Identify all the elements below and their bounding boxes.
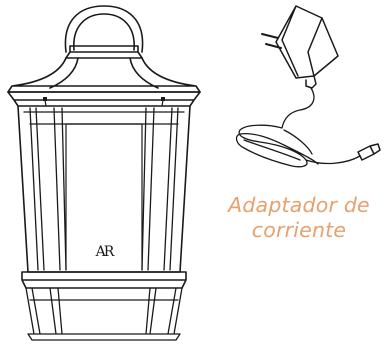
adapter-prongs: [261, 33, 282, 49]
lantern-logo: AR: [95, 244, 115, 260]
lantern-top-cap: [65, 45, 143, 59]
lantern-speaker-drawing: AR: [7, 5, 201, 341]
adapter-caption-line1: Adaptador de: [228, 193, 370, 217]
adapter-barrel-connector: [357, 143, 381, 161]
adapter-plug-body: [275, 5, 339, 79]
adapter-caption-line2: corriente: [251, 218, 347, 242]
lantern-lower-cage: [25, 287, 183, 341]
lantern-handle: [64, 5, 144, 53]
lantern-roof: [7, 57, 201, 93]
adapter-caption: Adaptador de corriente: [214, 193, 384, 243]
power-adapter-drawing: [235, 5, 381, 168]
lantern-cornice: [7, 91, 201, 107]
adapter-cable: [235, 87, 319, 168]
lantern-base: [21, 271, 187, 289]
lantern-panel-frames: [23, 107, 185, 271]
